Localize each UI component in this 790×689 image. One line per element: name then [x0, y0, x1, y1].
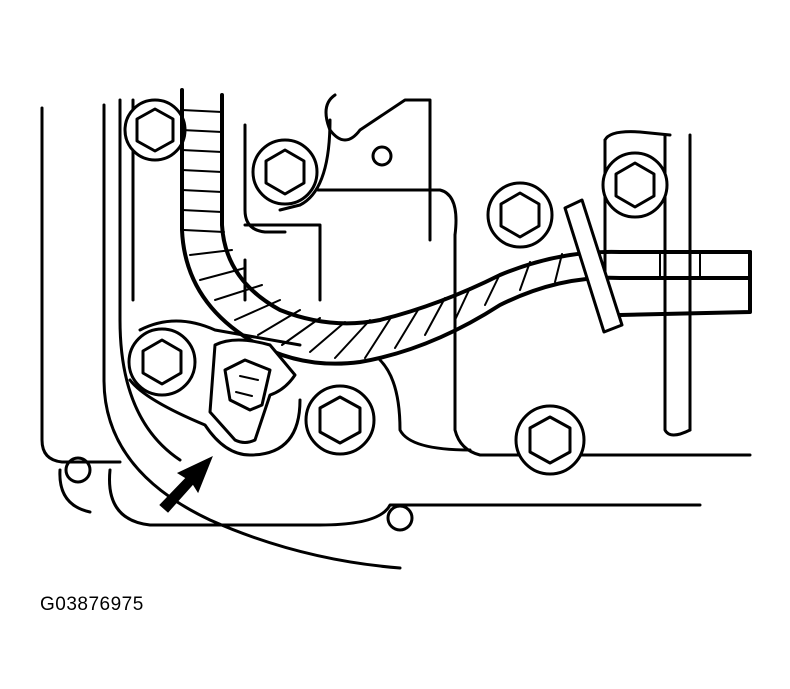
harness-connector-block: [243, 223, 322, 302]
speed-sensor: [128, 319, 302, 457]
case-outline: [40, 103, 702, 570]
hole-left: [64, 456, 92, 484]
bolt-top-center: [251, 138, 319, 206]
figure-code-label: G03876975: [40, 594, 144, 615]
bolt-lower-left: [127, 327, 197, 397]
bolt-lower-center: [304, 384, 376, 456]
bolt-far-right: [601, 151, 669, 219]
bolt-top-left: [123, 98, 187, 162]
bolt-center-right: [486, 181, 554, 249]
bolt-lower-right: [514, 404, 586, 476]
pointer-arrow: [159, 456, 213, 513]
harness-clamp: [563, 198, 624, 334]
hole-bottom: [386, 504, 414, 532]
hole-upper: [371, 145, 393, 167]
